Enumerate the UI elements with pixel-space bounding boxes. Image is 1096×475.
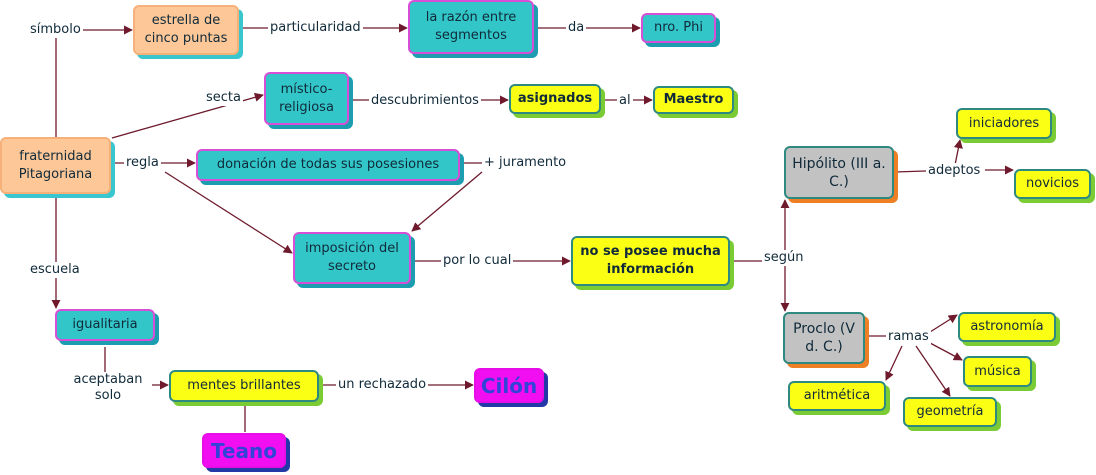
edge-ramas-aritmetica [885, 345, 903, 381]
edge-ramas-astronomia [929, 314, 958, 333]
link-simbolo: símbolo [28, 22, 83, 38]
node-mentes[interactable]: mentes brillantes [169, 370, 319, 402]
node-estrella[interactable]: estrella de cinco puntas [133, 5, 239, 55]
node-asignados[interactable]: asignados [509, 84, 601, 114]
link-secta: secta [204, 90, 243, 106]
node-novicios[interactable]: novicios [1014, 169, 1091, 199]
edge-juramento-imposicion [411, 171, 483, 232]
link-descubrimientos: descubrimientos [369, 93, 481, 109]
node-mentes-label: mentes brillantes [187, 378, 301, 393]
link-adeptos: adeptos [926, 163, 983, 179]
node-fraternidad-label: fraternidad Pitagoriana [18, 148, 93, 182]
node-iniciadores-label: iniciadores [968, 115, 1040, 131]
node-razon[interactable]: la razón entre segmentos [408, 0, 534, 54]
edge-ramas-musica [929, 342, 963, 361]
link-segun: según [762, 250, 806, 266]
node-novicios-label: novicios [1026, 176, 1079, 191]
node-fraternidad[interactable]: fraternidad Pitagoriana [0, 137, 111, 194]
link-da: da [566, 20, 587, 36]
node-maestro[interactable]: Maestro [653, 86, 734, 114]
node-razon-label: la razón entre segmentos [425, 10, 517, 43]
link-porlocual: por lo cual [441, 253, 514, 269]
node-imposicion-label: imposición del secreto [305, 241, 399, 274]
edge-regla-imposicion [164, 171, 293, 254]
link-al: al [617, 93, 633, 109]
node-astronomia[interactable]: astronomía [958, 312, 1056, 342]
node-igualitaria[interactable]: igualitaria [55, 309, 155, 341]
node-cilon[interactable]: Cilón [474, 368, 544, 403]
node-iniciadores[interactable]: iniciadores [956, 108, 1052, 139]
node-informacion[interactable]: no se posee mucha información [571, 236, 730, 286]
node-imposicion[interactable]: imposición del secreto [293, 232, 411, 284]
node-donacion[interactable]: donación de todas sus posesiones [196, 149, 460, 181]
link-ramas: ramas [886, 329, 931, 345]
node-phi-label: nro. Phi [654, 20, 703, 35]
node-maestro-label: Maestro [663, 92, 724, 107]
node-proclo-label: Proclo (V d. C.) [793, 321, 855, 355]
node-astronomia-label: astronomía [970, 319, 1044, 334]
edge-ramas-geometria [915, 345, 951, 397]
node-mistico-label: místico-religiosa [279, 81, 334, 115]
node-mistico[interactable]: místico-religiosa [264, 72, 349, 125]
link-escuela: escuela [28, 262, 82, 278]
node-teano-label: Teano [210, 438, 278, 463]
node-aritmetica[interactable]: aritmética [788, 381, 886, 411]
node-hipolito[interactable]: Hipólito (III a. C.) [784, 146, 894, 199]
link-particularidad: particularidad [268, 20, 363, 36]
edge-adeptos-iniciadores [953, 139, 963, 166]
node-aritmetica-label: aritmética [803, 388, 871, 403]
node-igualitaria-label: igualitaria [72, 317, 138, 332]
node-teano[interactable]: Teano [202, 433, 286, 468]
link-regla: regla [124, 155, 161, 171]
link-juramento: + juramento [482, 155, 569, 171]
node-estrella-label: estrella de cinco puntas [144, 13, 228, 46]
node-musica[interactable]: música [963, 356, 1032, 387]
node-donacion-label: donación de todas sus posesiones [216, 157, 440, 172]
node-asignados-label: asignados [517, 91, 593, 106]
node-phi[interactable]: nro. Phi [641, 13, 716, 43]
node-informacion-label: no se posee mucha información [580, 244, 721, 277]
link-rechazado: un rechazado [336, 377, 429, 393]
node-musica-label: música [974, 363, 1021, 379]
node-hipolito-label: Hipólito (III a. C.) [792, 155, 886, 190]
node-proclo[interactable]: Proclo (V d. C.) [783, 312, 865, 364]
link-aceptaban: aceptaban solo [64, 372, 152, 404]
node-cilon-label: Cilón [480, 373, 538, 398]
node-geometria-label: geometría [916, 404, 984, 419]
node-geometria[interactable]: geometría [903, 397, 997, 427]
